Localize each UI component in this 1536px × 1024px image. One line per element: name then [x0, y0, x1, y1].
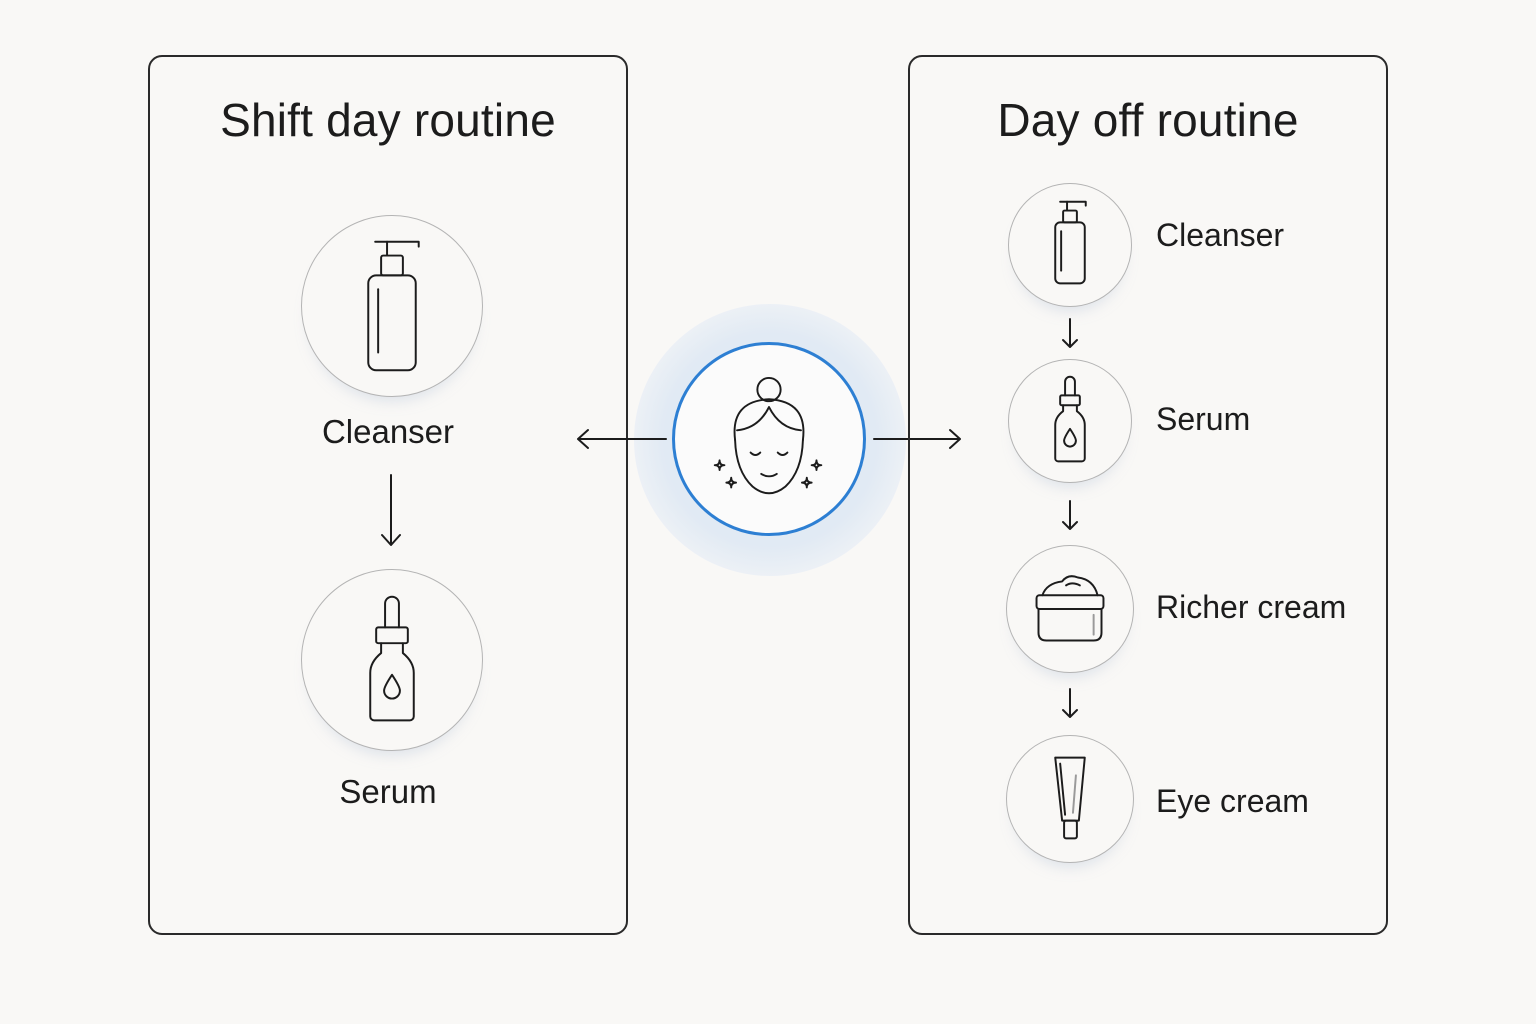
face-sparkle-icon: [672, 342, 866, 536]
dropper-bottle-icon: [1008, 359, 1132, 483]
panel-title: Shift day routine: [220, 94, 556, 146]
step-label: Serum: [339, 773, 437, 810]
day-off-panel: Day off routine Cleanser Serum: [908, 55, 1388, 935]
left-arrow: [577, 429, 667, 449]
shift-day-panel: Shift day routine Cleanser Serum: [148, 55, 628, 935]
pump-bottle-icon: [1008, 183, 1132, 307]
step-label: Serum: [1156, 401, 1251, 437]
step-label: Eye cream: [1156, 783, 1309, 819]
dropper-bottle-icon: [301, 569, 483, 751]
step-label: Richer cream: [1156, 589, 1347, 625]
pump-bottle-icon: [301, 215, 483, 397]
down-arrow: [1062, 688, 1078, 718]
panel-title: Day off routine: [997, 94, 1299, 146]
cream-jar-icon: [1006, 545, 1134, 673]
down-arrow: [381, 474, 401, 546]
right-arrow: [873, 429, 961, 449]
eye-cream-tube-icon: [1006, 735, 1134, 863]
down-arrow: [1062, 500, 1078, 530]
step-label: Cleanser: [321, 413, 455, 450]
step-label: Cleanser: [1156, 217, 1285, 253]
down-arrow: [1062, 318, 1078, 348]
